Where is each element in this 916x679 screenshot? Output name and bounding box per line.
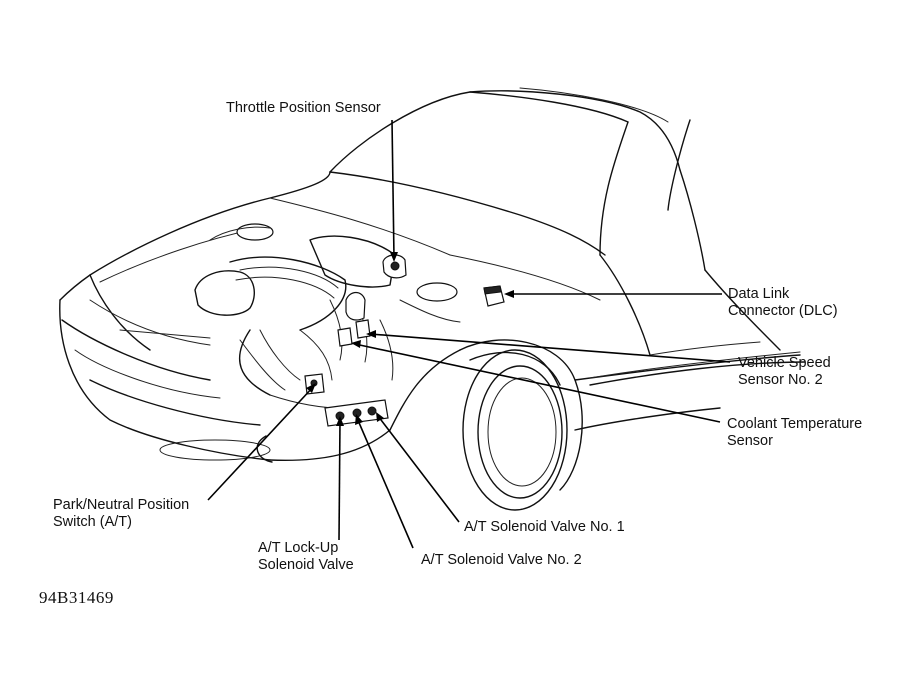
label-vehicle-speed-sensor-line1: Vehicle Speed xyxy=(738,355,831,371)
label-park-neutral-switch-line2: Switch (A/T) xyxy=(53,514,132,530)
label-at-lockup-solenoid-line1: A/T Lock-Up xyxy=(258,540,339,556)
label-data-link-connector-line2: Connector (DLC) xyxy=(728,303,838,319)
label-at-lockup-solenoid: A/T Lock-Up Solenoid Valve xyxy=(258,540,354,574)
label-vehicle-speed-sensor-line2: Sensor No. 2 xyxy=(738,372,823,388)
engine-bay xyxy=(194,223,505,427)
label-throttle-position-sensor: Throttle Position Sensor xyxy=(226,100,381,116)
label-coolant-temperature-sensor-line2: Sensor xyxy=(727,433,773,449)
label-at-solenoid-valve-1: A/T Solenoid Valve No. 1 xyxy=(464,519,625,535)
leader-lines xyxy=(207,119,731,549)
label-vehicle-speed-sensor: Vehicle Speed Sensor No. 2 xyxy=(738,355,831,389)
label-at-solenoid-valve-2: A/T Solenoid Valve No. 2 xyxy=(421,552,582,568)
label-coolant-temperature-sensor: Coolant Temperature Sensor xyxy=(727,416,862,450)
car-body xyxy=(59,87,806,511)
figure-code: 94B31469 xyxy=(39,588,114,607)
label-at-lockup-solenoid-line2: Solenoid Valve xyxy=(258,557,354,573)
label-park-neutral-switch-line1: Park/Neutral Position xyxy=(53,497,190,513)
label-park-neutral-switch: Park/Neutral Position Switch (A/T) xyxy=(53,497,189,531)
label-data-link-connector-line1: Data Link xyxy=(728,286,790,302)
label-coolant-temperature-sensor-line1: Coolant Temperature xyxy=(727,416,863,432)
label-data-link-connector: Data Link Connector (DLC) xyxy=(728,286,838,320)
